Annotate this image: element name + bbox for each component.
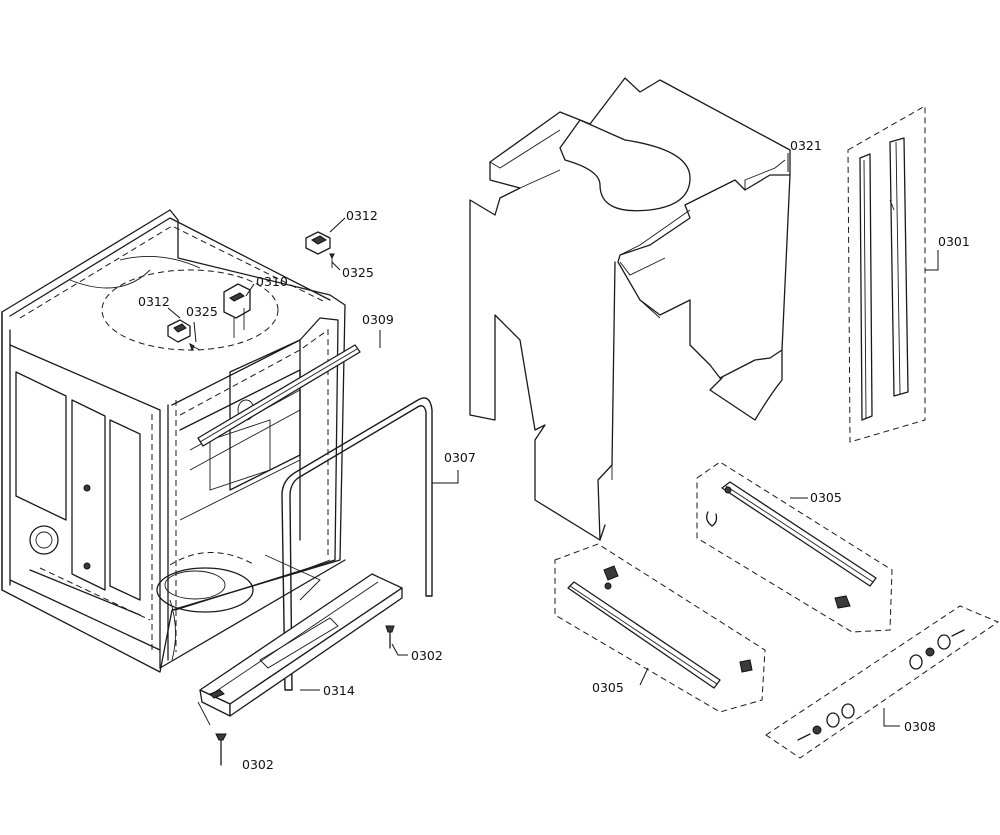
callout-0302-bottom: 0302 xyxy=(242,757,274,772)
hardware-kit-0308-part xyxy=(765,605,1000,759)
callout-0309: 0309 xyxy=(362,312,394,327)
rail-0309-part xyxy=(197,344,361,447)
callout-0314: 0314 xyxy=(323,683,355,698)
callout-0302-right: 0302 xyxy=(411,648,443,663)
trim-0314-part xyxy=(197,573,403,726)
dishwasher-tub-assembly xyxy=(1,209,346,673)
hinge-0310-part xyxy=(223,283,251,338)
callout-0325-top: 0325 xyxy=(342,265,374,280)
callout-0301: 0301 xyxy=(938,234,970,249)
filler-0305-upper-part xyxy=(696,461,893,633)
screw-0302-bottom-part xyxy=(215,733,227,766)
callout-0310: 0310 xyxy=(256,274,288,289)
callout-0305-lower: 0305 xyxy=(592,680,624,695)
callout-0312-inner: 0312 xyxy=(138,294,170,309)
callout-0312-top: 0312 xyxy=(346,208,378,223)
callout-0305-upper: 0305 xyxy=(810,490,842,505)
gasket-0307-part xyxy=(281,397,433,691)
leader-lines xyxy=(167,153,939,727)
callout-0307: 0307 xyxy=(444,450,476,465)
clip-0312-inner-part xyxy=(167,319,201,352)
side-rails-0301-part xyxy=(847,105,926,443)
clip-0312-top-part xyxy=(305,231,335,268)
callout-0325-inner: 0325 xyxy=(186,304,218,319)
screw-0302-right-part xyxy=(385,625,395,649)
callout-0308: 0308 xyxy=(904,719,936,734)
filler-0305-lower-part xyxy=(554,543,766,713)
insulation-blanket-0321-part xyxy=(469,77,791,541)
callout-0321: 0321 xyxy=(790,138,822,153)
callout-labels: 0321 0301 0312 0325 0310 0312 0325 0309 … xyxy=(138,138,970,772)
